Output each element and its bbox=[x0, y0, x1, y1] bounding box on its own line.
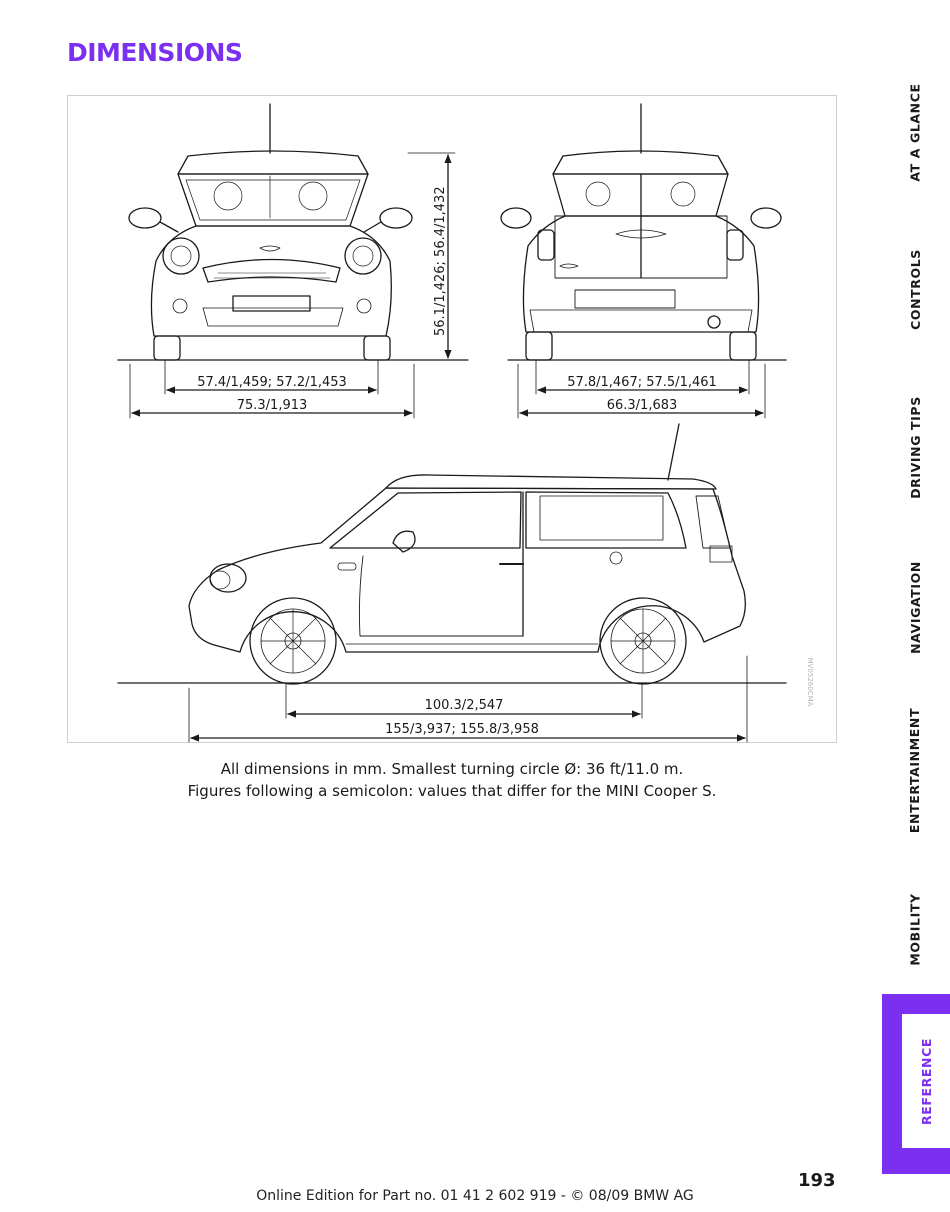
tab-reference-inner: REFERENCE bbox=[902, 1014, 950, 1148]
page-title: DIMENSIONS bbox=[67, 38, 243, 67]
side-view-car bbox=[117, 423, 787, 685]
tab-label: NAVIGATION bbox=[907, 561, 923, 654]
tab-driving-tips[interactable]: DRIVING TIPS bbox=[880, 390, 950, 505]
tab-mobility[interactable]: MOBILITY bbox=[880, 872, 950, 987]
tab-navigation[interactable]: NAVIGATION bbox=[880, 550, 950, 665]
section-tabs: AT A GLANCE CONTROLS DRIVING TIPS NAVIGA… bbox=[880, 0, 950, 1212]
page-footer: Online Edition for Part no. 01 41 2 602 … bbox=[256, 1188, 694, 1204]
front-view-car bbox=[117, 103, 469, 361]
tab-at-a-glance[interactable]: AT A GLANCE bbox=[880, 75, 950, 190]
figure-caption: All dimensions in mm. Smallest turning c… bbox=[67, 758, 837, 802]
length-label: 155/3,937; 155.8/3,958 bbox=[385, 722, 539, 737]
page-number: 193 bbox=[798, 1170, 836, 1191]
dimensions-figure: 56.1/1,426; 56.4/1,432 57.4/1,459; 57.2/… bbox=[67, 95, 837, 743]
tab-label: DRIVING TIPS bbox=[907, 396, 923, 499]
tab-reference[interactable]: REFERENCE bbox=[882, 994, 950, 1174]
tab-label: AT A GLANCE bbox=[907, 83, 923, 182]
tab-controls[interactable]: CONTROLS bbox=[880, 232, 950, 347]
tab-label: ENTERTAINMENT bbox=[907, 707, 923, 833]
rear-track-label: 57.8/1,467; 57.5/1,461 bbox=[567, 375, 717, 390]
rear-view-car bbox=[500, 103, 787, 361]
tab-label: CONTROLS bbox=[907, 249, 923, 330]
caption-line-2: Figures following a semicolon: values th… bbox=[187, 782, 717, 800]
tab-entertainment[interactable]: ENTERTAINMENT bbox=[880, 705, 950, 835]
front-track-label: 57.4/1,459; 57.2/1,453 bbox=[197, 375, 347, 390]
wheelbase-label: 100.3/2,547 bbox=[425, 698, 504, 713]
image-code: MV05260CMA bbox=[806, 657, 814, 707]
front-width-label: 75.3/1,913 bbox=[237, 398, 308, 413]
rear-width-label: 66.3/1,683 bbox=[607, 398, 678, 413]
dimensions-drawing: 56.1/1,426; 56.4/1,432 57.4/1,459; 57.2/… bbox=[117, 103, 787, 743]
tab-label: REFERENCE bbox=[918, 1037, 934, 1125]
front-height-label: 56.1/1,426; 56.4/1,432 bbox=[433, 186, 448, 336]
caption-line-1: All dimensions in mm. Smallest turning c… bbox=[220, 760, 684, 778]
tab-label: MOBILITY bbox=[907, 893, 923, 966]
